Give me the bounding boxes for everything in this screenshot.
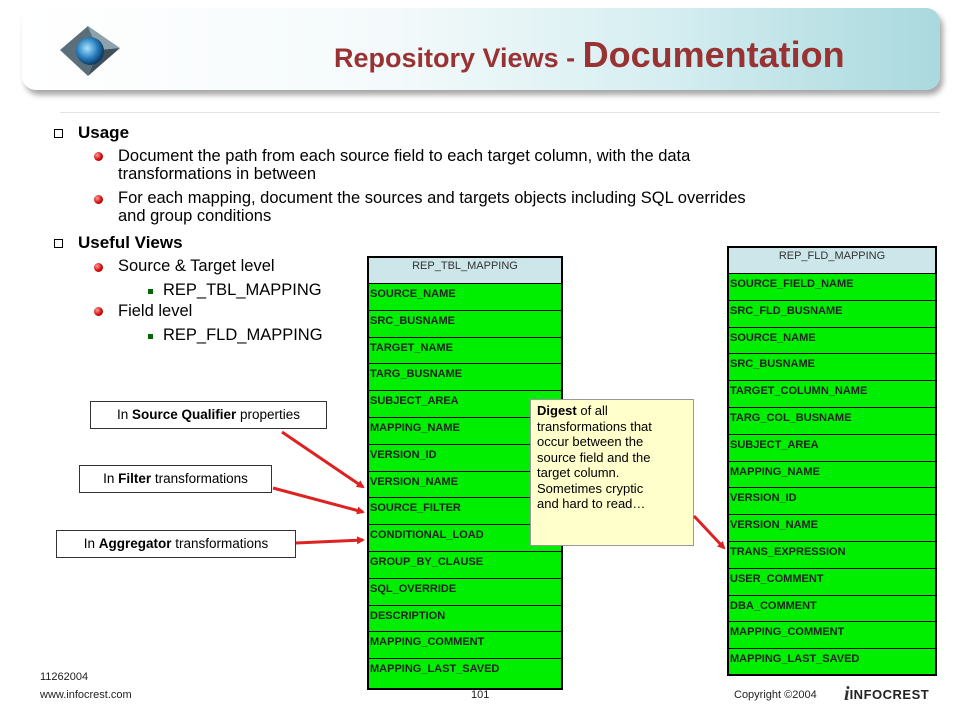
digest-line: occur between the: [537, 434, 644, 449]
table-row: MAPPING_COMMENT: [369, 632, 561, 660]
table-row: TARGET_NAME: [369, 338, 561, 365]
footer-copyright: Copyright ©2004: [734, 689, 817, 701]
round-bullet-icon: [94, 195, 103, 204]
digest-line: source field and the: [537, 449, 651, 465]
source-target-level: Source & Target level: [118, 257, 275, 275]
digest-bold: Digest: [537, 403, 577, 418]
arrow-to-conditional-load: [295, 536, 365, 545]
callout-suffix: properties: [236, 407, 301, 422]
table-row: MAPPING_NAME: [369, 418, 561, 445]
arrow-to-group-by: [272, 486, 365, 515]
table-row: CONDITIONAL_LOAD: [369, 525, 561, 552]
table-row: USER_COMMENT: [729, 569, 935, 596]
source-qualifier-callout: In Source Qualifier properties: [90, 401, 327, 429]
table-row: VERSION_NAME: [729, 515, 935, 542]
infocrest-globe-logo: [60, 26, 120, 76]
footer-brand: INFOCREST: [849, 687, 930, 702]
usage-item-2-line-2: and group conditions: [118, 207, 272, 225]
callout-prefix: In: [103, 471, 119, 486]
table-row: DBA_COMMENT: [729, 596, 935, 623]
digest-line: of all: [576, 403, 608, 418]
header-divider: [60, 112, 940, 113]
useful-views-heading: Useful Views: [78, 233, 183, 252]
usage-item-1-line-1: Document the path from each source field…: [118, 147, 691, 165]
callout-bold: Source Qualifier: [131, 407, 237, 422]
table-row: SOURCE_NAME: [729, 328, 935, 355]
table-row: TRANS_EXPRESSION: [729, 542, 935, 569]
aggregator-callout: In Aggregator transformations: [56, 530, 296, 558]
table-row: VERSION_ID: [729, 488, 935, 516]
table-row: MAPPING_NAME: [729, 462, 935, 489]
table-row: SUBJECT_AREA: [369, 391, 561, 418]
rep-tbl-mapping-item: REP_TBL_MAPPING: [163, 281, 322, 299]
digest-line: and hard to read…: [537, 496, 646, 511]
table-row: SQL_OVERRIDE: [369, 579, 561, 606]
square-bullet-icon: [54, 239, 63, 248]
table-row: MAPPING_COMMENT: [729, 622, 935, 650]
table-header: REP_FLD_MAPPING: [729, 248, 935, 274]
callout-prefix: In: [83, 536, 99, 551]
title-main: Documentation: [582, 34, 845, 75]
table-row: SRC_BUSNAME: [369, 311, 561, 338]
table-row: MAPPING_LAST_SAVED: [730, 653, 860, 666]
infocrest-i-icon: i: [844, 683, 850, 705]
table-row: SRC_FLD_BUSNAME: [729, 301, 935, 328]
table-row: TARG_BUSNAME: [369, 364, 561, 392]
table-row: SOURCE_NAME: [369, 284, 561, 311]
table-row: GROUP_BY_CLAUSE: [369, 552, 561, 579]
rep-fld-mapping-item: REP_FLD_MAPPING: [163, 326, 323, 344]
table-row: SUBJECT_AREA: [729, 435, 935, 462]
table-row: DESCRIPTION: [369, 606, 561, 633]
table-row: MAPPING_LAST_SAVED: [370, 663, 500, 676]
digest-note: Digest of all transformations that occur…: [530, 399, 694, 546]
usage-heading: Usage: [78, 123, 130, 142]
arrow-to-source-filter: [281, 430, 365, 489]
footer-page-number: 101: [471, 689, 490, 701]
usage-item-2-line-1: For each mapping, document the sources a…: [118, 189, 746, 207]
rep-fld-mapping-table: REP_FLD_MAPPING SOURCE_FIELD_NAME SRC_FL…: [727, 246, 937, 676]
arrow-to-trans-expression: [692, 514, 726, 550]
round-bullet-icon: [94, 307, 103, 316]
filter-callout: In Filter transformations: [79, 465, 272, 493]
title-prefix: Repository Views -: [334, 43, 583, 73]
round-bullet-icon: [94, 152, 103, 161]
page-title: Repository Views - Documentation: [334, 34, 845, 76]
round-bullet-icon: [94, 263, 103, 272]
digest-line: Sometimes cryptic: [537, 480, 644, 496]
infocrest-footer-logo: iINFOCREST: [844, 683, 929, 705]
usage-item-1-line-2: transformations in between: [118, 165, 317, 183]
table-row: VERSION_ID: [369, 445, 561, 472]
callout-prefix: In: [116, 407, 132, 422]
table-row: SOURCE_FIELD_NAME: [729, 274, 935, 301]
field-level: Field level: [118, 302, 193, 320]
table-row: SOURCE_FILTER: [369, 498, 561, 526]
callout-suffix: transformations: [171, 536, 269, 551]
callout-bold: Aggregator: [98, 536, 172, 551]
table-row: TARG_COL_BUSNAME: [729, 408, 935, 435]
digest-line: target column.: [537, 465, 620, 480]
small-square-bullet-icon: [148, 334, 153, 339]
square-bullet-icon: [54, 129, 63, 138]
table-row: TARGET_COLUMN_NAME: [729, 381, 935, 408]
table-row: VERSION_NAME: [369, 472, 561, 499]
footer-date: 11262004: [40, 671, 89, 683]
footer-website: www.infocrest.com: [40, 689, 132, 701]
title-banner: Repository Views - Documentation: [22, 8, 940, 90]
table-row: SRC_BUSNAME: [729, 354, 935, 382]
small-square-bullet-icon: [148, 289, 153, 294]
callout-suffix: transformations: [151, 471, 248, 486]
callout-bold: Filter: [118, 471, 152, 486]
digest-line: transformations that: [537, 418, 652, 434]
table-header: REP_TBL_MAPPING: [369, 258, 561, 284]
